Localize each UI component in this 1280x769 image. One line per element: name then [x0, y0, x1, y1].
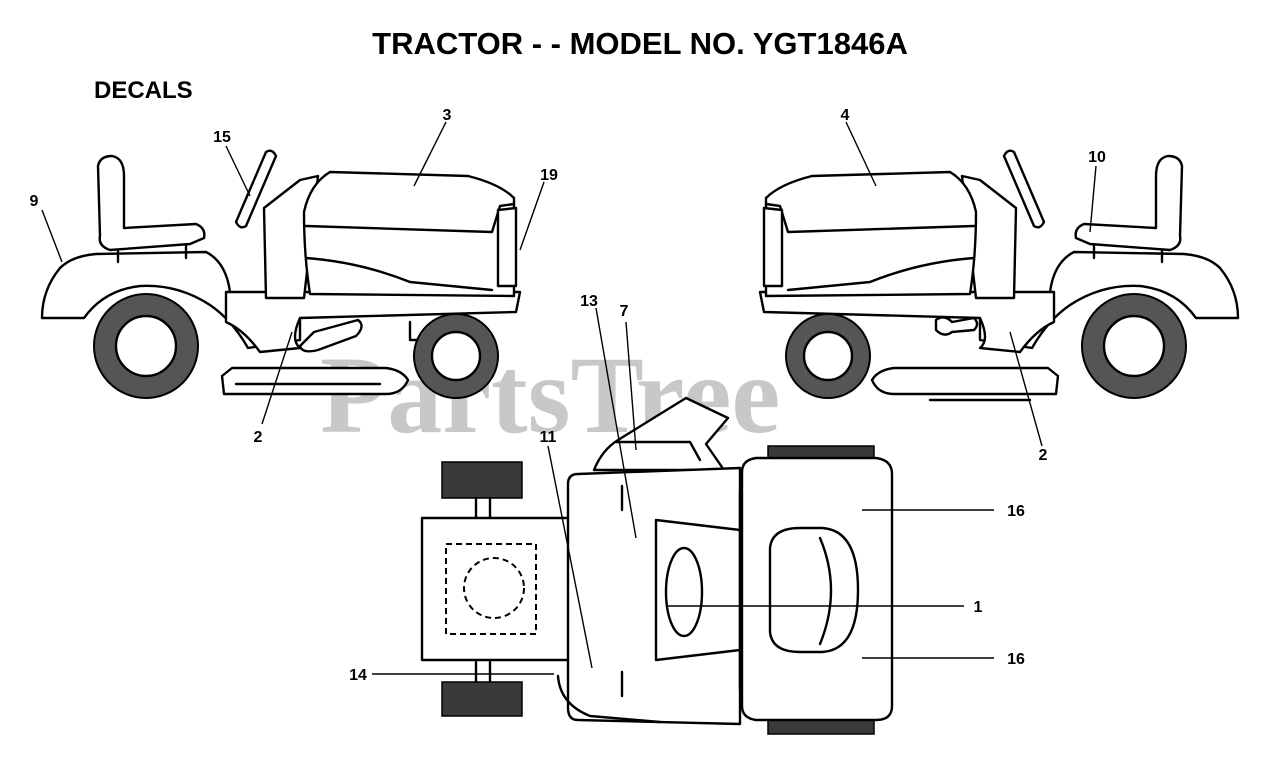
- callout-1: 1: [974, 599, 983, 616]
- leader-lines: [41, 121, 1097, 675]
- callout-3: 3: [443, 107, 452, 124]
- grille-right: [762, 206, 784, 288]
- callout-14: 14: [349, 667, 367, 684]
- mower-deck-right: [870, 366, 1060, 396]
- rear-tire-top-lower: [441, 681, 523, 717]
- tractor-right-side-view: [758, 149, 1240, 402]
- page-title: TRACTOR - - MODEL NO. YGT1846A: [372, 26, 908, 61]
- pedal-left: [298, 318, 363, 353]
- callout-19: 19: [540, 167, 558, 184]
- callout-11: 11: [540, 429, 557, 446]
- frame-right: [758, 290, 1056, 354]
- callout-15: 15: [213, 129, 231, 146]
- callout-10: 10: [1088, 149, 1106, 166]
- tractor-top-view: [420, 396, 894, 735]
- steering-wheel-left: [234, 149, 278, 229]
- mower-deck-left: [220, 366, 410, 396]
- callout-16-bottom: 16: [1007, 651, 1025, 668]
- hood-right: [764, 170, 978, 298]
- callout-2-right: 2: [1039, 447, 1048, 464]
- callout-9: 9: [30, 193, 39, 210]
- callout-labels: 9 15 3 19 2 4 10 2 13 7 11 14 1 16 16: [30, 107, 1106, 684]
- hood-vent-top: [768, 526, 860, 654]
- callout-4: 4: [841, 107, 850, 124]
- hood-left: [302, 170, 516, 298]
- grille-left: [496, 206, 518, 288]
- steering-wheel-right: [1002, 149, 1046, 229]
- tractor-left-side-view: [40, 149, 522, 399]
- callout-13: 13: [580, 293, 598, 310]
- shift-lever-right: [934, 316, 979, 336]
- seat-right: [1074, 154, 1184, 252]
- callout-7: 7: [620, 303, 629, 320]
- callout-2-left: 2: [254, 429, 263, 446]
- seat-outline-top: [445, 543, 537, 635]
- seat-left: [96, 154, 206, 252]
- callout-16-top: 16: [1007, 503, 1025, 520]
- rear-tire-top-upper: [441, 461, 523, 499]
- section-label: DECALS: [94, 77, 193, 104]
